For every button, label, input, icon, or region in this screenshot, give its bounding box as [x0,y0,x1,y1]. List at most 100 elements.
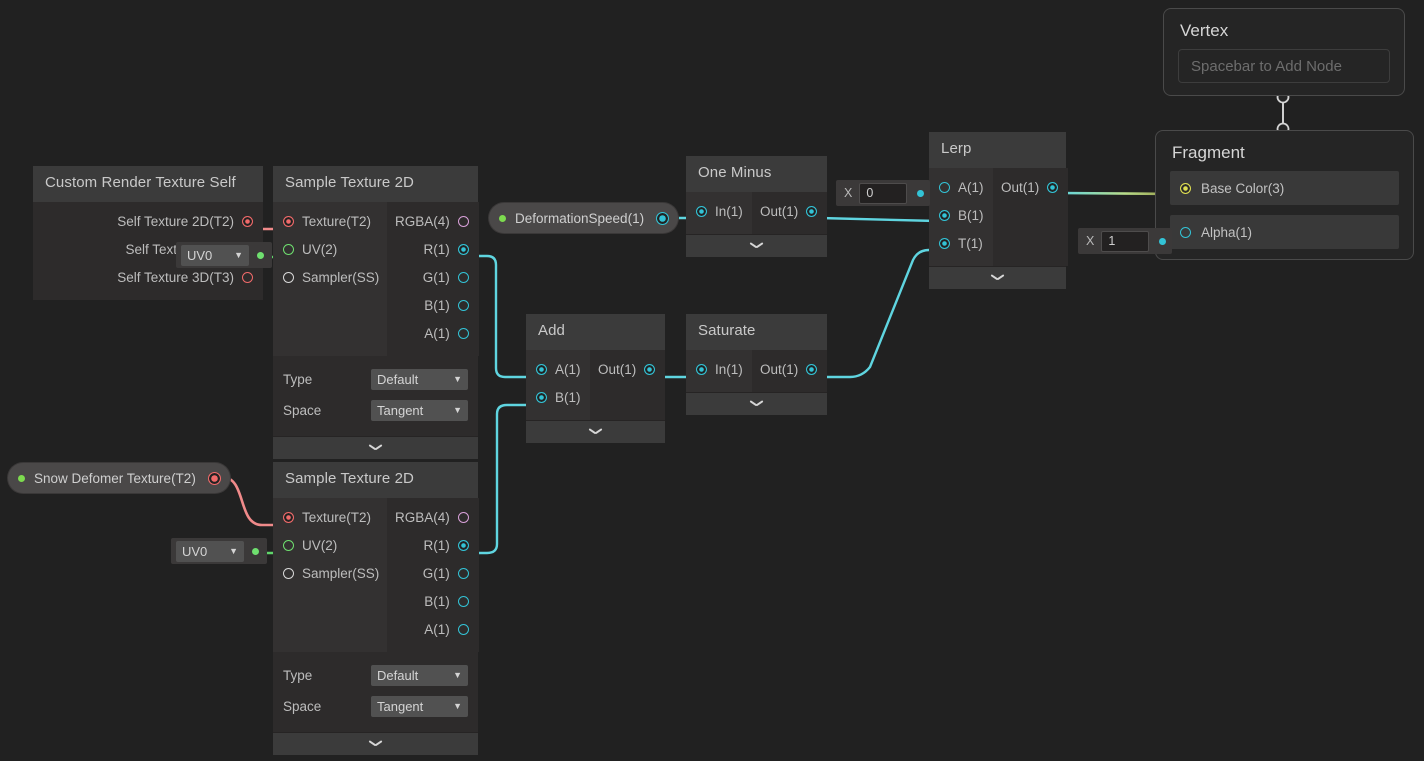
port-a-out[interactable]: A(1) [387,616,479,644]
collapse-toggle[interactable] [929,265,1066,289]
node-sample-texture-2d-top[interactable]: Sample Texture 2D Texture(T2) UV(2) Samp… [273,166,479,459]
port-out[interactable]: Out(1) [590,356,665,384]
node-add[interactable]: Add A(1) B(1) Out(1) [526,314,666,443]
port-dot-cyan[interactable] [457,624,469,635]
value-out-dot[interactable] [917,189,924,197]
port-dot-cyan-filled[interactable] [696,364,707,375]
port-dot-green[interactable] [283,244,294,255]
port-self-texture-2d[interactable]: Self Texture 2D(T2) [33,208,263,236]
port-a-out[interactable]: A(1) [387,320,479,348]
port-a-in[interactable]: A(1) [929,174,993,202]
node-custom-render-texture-self[interactable]: Custom Render Texture Self Self Texture … [33,166,263,300]
port-dot-cyan-filled[interactable] [806,364,818,375]
property-node-deformation-speed[interactable]: DeformationSpeed(1) [489,203,679,233]
port-b-in[interactable]: B(1) [929,202,993,230]
port-dot-cyan-filled[interactable] [457,244,469,255]
port-dot-cyan-filled[interactable] [536,392,547,403]
port-dot-cyan[interactable] [457,596,469,607]
fragment-slot-base-color[interactable]: Base Color(3) [1170,171,1399,205]
node-sample-texture-2d-bottom[interactable]: Sample Texture 2D Texture(T2) UV(2) Samp… [273,462,479,755]
alpha-value-box[interactable]: X [1078,228,1172,254]
port-a-in[interactable]: A(1) [526,356,590,384]
port-dot-cyan-filled[interactable] [644,364,656,375]
port-sampler-in[interactable]: Sampler(SS) [273,560,387,588]
node-ports: A(1) B(1) Out(1) [526,349,666,420]
port-dot-red-filled[interactable] [242,216,253,227]
port-dot-cyan[interactable] [457,568,469,579]
space-dropdown[interactable]: Tangent ▼ [371,399,468,421]
property-node-snow-deformer-texture[interactable]: Snow Defomer Texture(T2) [8,463,230,493]
port-in[interactable]: In(1) [686,356,752,384]
port-dot-cyan-filled[interactable] [536,364,547,375]
space-dropdown[interactable]: Tangent ▼ [371,695,468,717]
port-rgba-out[interactable]: RGBA(4) [387,504,479,532]
port-dot-cyan[interactable] [1180,226,1191,238]
port-uv-in[interactable]: UV(2) [273,236,387,264]
port-dot-green[interactable] [283,540,294,551]
port-g-out[interactable]: G(1) [387,264,479,292]
port-r-out[interactable]: R(1) [387,532,479,560]
property-out-dot[interactable] [207,471,221,485]
uv0-dropdown-bottom-container[interactable]: UV0 ▼ [171,538,267,564]
port-r-out[interactable]: R(1) [387,236,479,264]
port-texture-in[interactable]: Texture(T2) [273,504,387,532]
port-out[interactable]: Out(1) [752,198,827,226]
port-rgba-out[interactable]: RGBA(4) [387,208,479,236]
uv0-dropdown-bottom[interactable]: UV0 ▼ [176,540,244,562]
port-dot-cyan[interactable] [457,328,469,339]
port-b-out[interactable]: B(1) [387,588,479,616]
port-dot-cyan[interactable] [939,182,950,193]
lerp-a-value-box[interactable]: X [836,180,930,206]
port-dot-white[interactable] [283,272,294,283]
property-color-dot [18,474,25,482]
port-dot-pink[interactable] [457,216,469,227]
port-dot-cyan-filled[interactable] [696,206,707,217]
port-dot-yellow-filled[interactable] [1180,182,1191,194]
collapse-toggle[interactable] [686,233,827,257]
port-b-in[interactable]: B(1) [526,384,590,412]
port-dot-cyan-filled[interactable] [939,238,950,249]
collapse-toggle[interactable] [686,391,827,415]
collapse-toggle[interactable] [273,731,478,755]
uv0-dropdown-top[interactable]: UV0 ▼ [181,244,249,266]
port-dot-cyan-filled[interactable] [806,206,818,217]
port-uv-in[interactable]: UV(2) [273,532,387,560]
port-dot-cyan-filled[interactable] [1047,182,1059,193]
uv0-out-dot[interactable] [257,251,264,259]
node-lerp[interactable]: Lerp A(1) B(1) T(1) Out(1) [929,132,1069,289]
uv0-dropdown-top-container[interactable]: UV0 ▼ [176,242,272,268]
node-saturate[interactable]: Saturate In(1) Out(1) [686,314,828,415]
port-self-texture-3d[interactable]: Self Texture 3D(T3) [33,264,263,292]
node-one-minus[interactable]: One Minus In(1) Out(1) [686,156,828,257]
fragment-slot-alpha[interactable]: Alpha(1) [1170,215,1399,249]
port-dot-cyan[interactable] [457,300,469,311]
lerp-a-input[interactable] [859,182,908,204]
property-out-dot[interactable] [656,211,670,225]
port-dot-red-filled[interactable] [283,216,294,227]
port-out[interactable]: Out(1) [752,356,827,384]
uv0-out-dot[interactable] [252,547,259,555]
port-sampler-in[interactable]: Sampler(SS) [273,264,387,292]
port-dot-cyan-filled[interactable] [457,540,469,551]
master-stack-fragment[interactable]: Fragment Base Color(3) Alpha(1) [1155,130,1414,260]
collapse-toggle[interactable] [273,435,478,459]
master-stack-vertex[interactable]: Vertex Spacebar to Add Node [1163,8,1405,96]
port-b-out[interactable]: B(1) [387,292,479,320]
alpha-input[interactable] [1101,230,1150,252]
port-dot-red[interactable] [242,272,253,283]
port-dot-white[interactable] [283,568,294,579]
port-dot-pink[interactable] [457,512,469,523]
port-out[interactable]: Out(1) [993,174,1068,202]
vertex-add-node-hint[interactable]: Spacebar to Add Node [1178,49,1390,83]
type-dropdown[interactable]: Default ▼ [371,664,468,686]
port-in[interactable]: In(1) [686,198,752,226]
collapse-toggle[interactable] [526,419,665,443]
port-g-out[interactable]: G(1) [387,560,479,588]
port-dot-red-filled[interactable] [283,512,294,523]
port-texture-in[interactable]: Texture(T2) [273,208,387,236]
port-dot-cyan-filled[interactable] [939,210,950,221]
value-out-dot[interactable] [1159,237,1166,245]
port-t-in[interactable]: T(1) [929,230,993,258]
type-dropdown[interactable]: Default ▼ [371,368,468,390]
port-dot-cyan[interactable] [457,272,469,283]
